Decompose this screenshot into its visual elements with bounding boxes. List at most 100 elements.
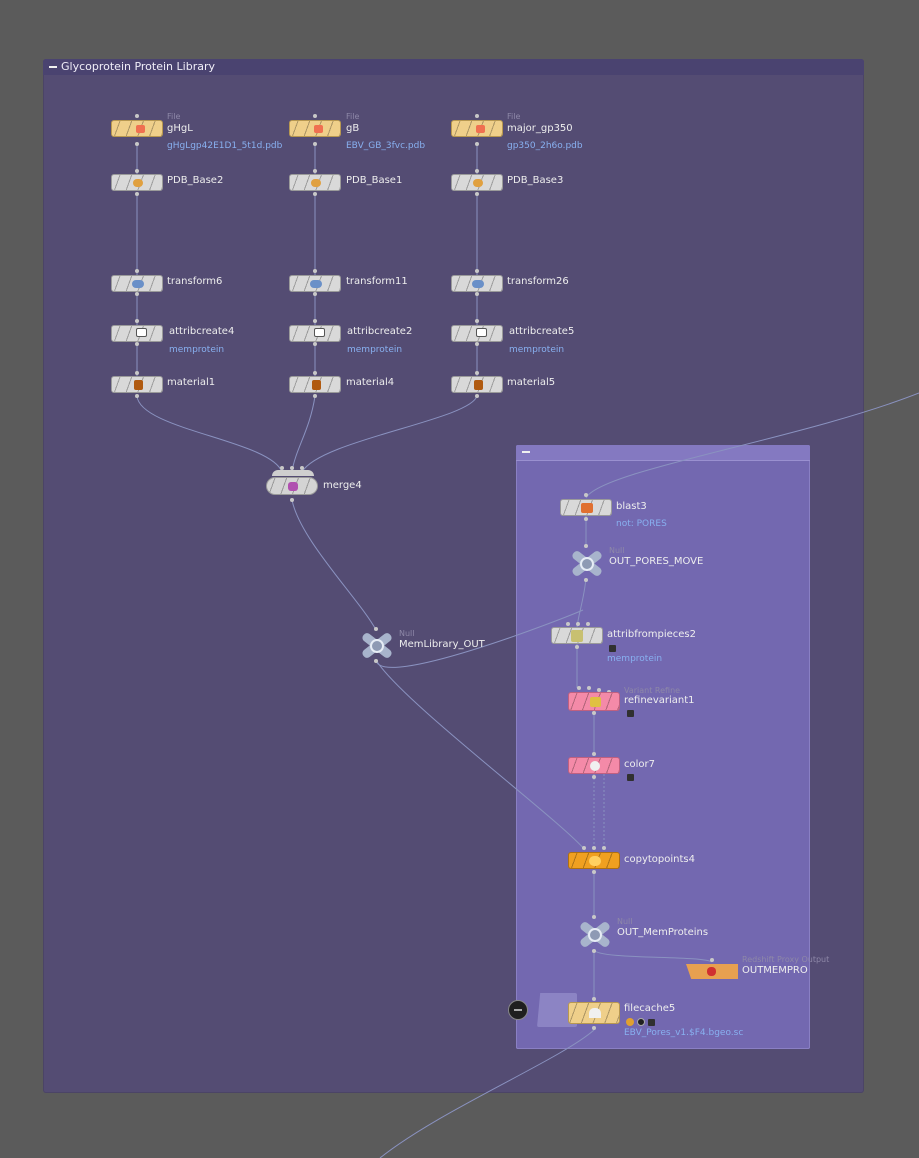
input-port[interactable] [592, 846, 596, 850]
output-port[interactable] [313, 342, 317, 346]
transform-node[interactable] [289, 275, 341, 292]
copytopoints-node[interactable] [568, 852, 620, 869]
node-name: attribcreate4 [169, 326, 235, 337]
output-port[interactable] [475, 292, 479, 296]
file-node-ghgl[interactable] [111, 120, 163, 137]
null-icon [580, 557, 594, 571]
null-node-out-memproteins[interactable] [576, 919, 612, 949]
output-port[interactable] [475, 342, 479, 346]
input-port[interactable] [313, 371, 317, 375]
input-port[interactable] [300, 466, 304, 470]
input-port[interactable] [584, 544, 588, 548]
collapse-icon[interactable] [522, 451, 530, 453]
output-port[interactable] [135, 394, 139, 398]
input-port[interactable] [710, 958, 714, 962]
input-port[interactable] [475, 269, 479, 273]
output-port[interactable] [374, 659, 378, 663]
input-port[interactable] [576, 622, 580, 626]
input-port[interactable] [290, 466, 294, 470]
input-port[interactable] [592, 752, 596, 756]
input-port[interactable] [475, 319, 479, 323]
pdb-node[interactable] [451, 174, 503, 191]
warning-badge-icon [609, 645, 616, 652]
toggle-button[interactable] [508, 1000, 528, 1020]
output-port[interactable] [135, 342, 139, 346]
attribfrompieces-node[interactable] [551, 627, 603, 644]
input-port[interactable] [313, 269, 317, 273]
node-name: gHgL [167, 123, 193, 134]
output-port[interactable] [135, 192, 139, 196]
input-port[interactable] [582, 846, 586, 850]
output-port[interactable] [313, 192, 317, 196]
blast-node[interactable] [560, 499, 612, 516]
attribcreate-node[interactable] [451, 325, 503, 342]
input-port[interactable] [577, 686, 581, 690]
wire [593, 949, 713, 963]
transform-node[interactable] [111, 275, 163, 292]
input-port[interactable] [592, 997, 596, 1001]
input-port[interactable] [587, 686, 591, 690]
refinevariant-node[interactable] [568, 692, 620, 711]
collapse-icon[interactable] [49, 66, 57, 68]
output-port[interactable] [135, 292, 139, 296]
output-port[interactable] [475, 394, 479, 398]
filecache-node[interactable] [568, 1002, 620, 1024]
file-node-gb[interactable] [289, 120, 341, 137]
pdb-node[interactable] [289, 174, 341, 191]
output-port[interactable] [584, 578, 588, 582]
input-port[interactable] [280, 466, 284, 470]
input-port[interactable] [586, 622, 590, 626]
input-port[interactable] [566, 622, 570, 626]
node-type-tag: File [167, 112, 181, 121]
file-icon [136, 125, 145, 133]
input-port[interactable] [313, 169, 317, 173]
color-node[interactable] [568, 757, 620, 774]
attribcreate-node[interactable] [289, 325, 341, 342]
output-port[interactable] [475, 142, 479, 146]
output-port[interactable] [313, 394, 317, 398]
input-port[interactable] [584, 493, 588, 497]
output-port[interactable] [592, 775, 596, 779]
input-port[interactable] [374, 627, 378, 631]
input-port[interactable] [135, 169, 139, 173]
null-node-memlibrary[interactable] [358, 630, 394, 660]
warning-badge-icon [648, 1019, 655, 1026]
output-port[interactable] [575, 645, 579, 649]
material-node[interactable] [111, 376, 163, 393]
input-port[interactable] [475, 169, 479, 173]
input-port[interactable] [602, 846, 606, 850]
output-port[interactable] [313, 292, 317, 296]
sub-network-box-titlebar[interactable] [516, 445, 810, 461]
output-port[interactable] [592, 1026, 596, 1030]
node-name: transform26 [507, 276, 569, 287]
input-port[interactable] [597, 688, 601, 692]
network-box-titlebar[interactable] [43, 59, 864, 75]
input-port[interactable] [313, 114, 317, 118]
input-port[interactable] [313, 319, 317, 323]
output-port[interactable] [313, 142, 317, 146]
input-port[interactable] [135, 371, 139, 375]
output-port[interactable] [584, 517, 588, 521]
output-port[interactable] [475, 192, 479, 196]
input-port[interactable] [592, 915, 596, 919]
node-name: attribfrompieces2 [607, 629, 696, 640]
output-port[interactable] [592, 711, 596, 715]
attribcreate-node[interactable] [111, 325, 163, 342]
input-port[interactable] [135, 319, 139, 323]
transform-node[interactable] [451, 275, 503, 292]
output-port[interactable] [135, 142, 139, 146]
input-port[interactable] [135, 114, 139, 118]
output-port[interactable] [290, 498, 294, 502]
redshift-output-node[interactable] [686, 964, 738, 979]
null-node-out-pores-move[interactable] [568, 548, 604, 578]
material-node[interactable] [451, 376, 503, 393]
file-node-major-gp350[interactable] [451, 120, 503, 137]
input-port[interactable] [475, 114, 479, 118]
output-port[interactable] [592, 870, 596, 874]
input-port[interactable] [135, 269, 139, 273]
material-node[interactable] [289, 376, 341, 393]
merge-node[interactable] [266, 477, 318, 495]
output-port[interactable] [592, 949, 596, 953]
input-port[interactable] [475, 371, 479, 375]
pdb-node[interactable] [111, 174, 163, 191]
